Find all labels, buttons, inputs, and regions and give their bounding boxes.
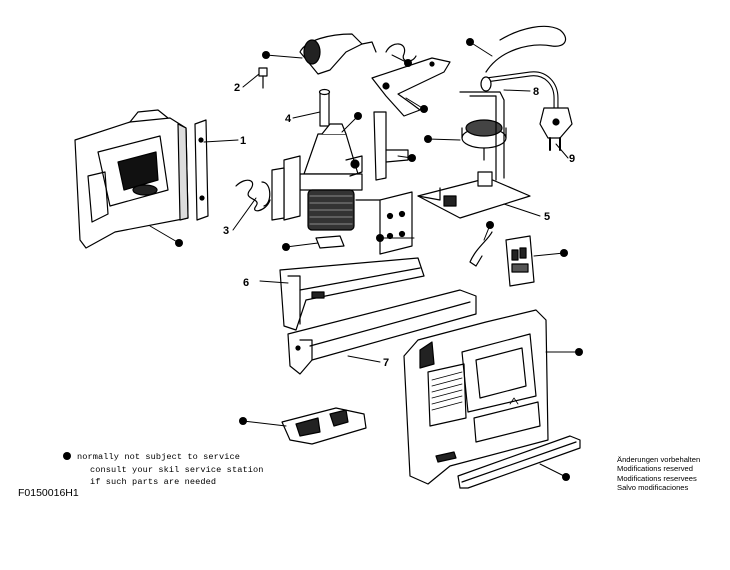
bottom-rail — [457, 435, 581, 489]
legend-bullet — [63, 452, 71, 460]
rocker-arm — [371, 57, 451, 117]
part-7-pusher — [287, 289, 477, 375]
callout-6: 6 — [243, 277, 249, 289]
right-housing-half — [403, 309, 549, 485]
power-cord — [480, 25, 567, 113]
part-3-spring — [235, 179, 271, 212]
trigger-lever — [299, 33, 377, 75]
modifications-fr: Modifications reservees — [617, 473, 697, 483]
callout-9: 9 — [569, 153, 575, 165]
callout-7: 7 — [383, 357, 389, 369]
switch-module — [505, 235, 535, 287]
nose-guide — [281, 407, 367, 445]
callout-8: 8 — [533, 86, 539, 98]
left-housing-half — [74, 109, 189, 249]
modifications-de: Änderungen vorbehalten — [617, 455, 701, 464]
callout-2: 2 — [234, 82, 240, 94]
part-9-plug — [539, 107, 573, 151]
part-4-pin — [318, 88, 331, 127]
rubber-pad — [315, 235, 345, 249]
part-6-magazine — [279, 257, 425, 331]
callout-numbers: 1 2 3 4 5 6 7 8 9 — [223, 82, 575, 369]
leader-lines — [149, 41, 580, 478]
modifications-en: Modifications reserved — [617, 464, 693, 474]
callout-1: 1 — [240, 135, 246, 147]
callout-4: 4 — [285, 113, 292, 125]
legend-line-2: consult your skil service station — [90, 464, 264, 475]
modifications-es: Salvo modificaciones — [617, 483, 689, 493]
service-legend: normally not subject to service consult … — [63, 451, 263, 489]
vertical-bracket — [373, 111, 409, 181]
mounting-bracket — [355, 191, 413, 255]
legend-line-3: if such parts are needed — [90, 477, 217, 487]
figure-id: F0150016H1 — [18, 487, 79, 499]
top-spring — [385, 43, 417, 62]
part-5-circuit-board — [417, 91, 531, 219]
callout-5: 5 — [544, 211, 550, 223]
modifications-notice: Änderungen vorbehalten Modifications res… — [617, 455, 700, 493]
part-2-screw — [258, 67, 268, 89]
gear-wheel — [461, 119, 507, 161]
callout-3: 3 — [223, 225, 229, 237]
coil-assembly — [271, 123, 363, 231]
small-clip — [469, 231, 493, 267]
legend-line-1: normally not subject to service — [77, 452, 240, 462]
part-1-plate — [194, 119, 209, 221]
service-bullets — [175, 38, 583, 481]
